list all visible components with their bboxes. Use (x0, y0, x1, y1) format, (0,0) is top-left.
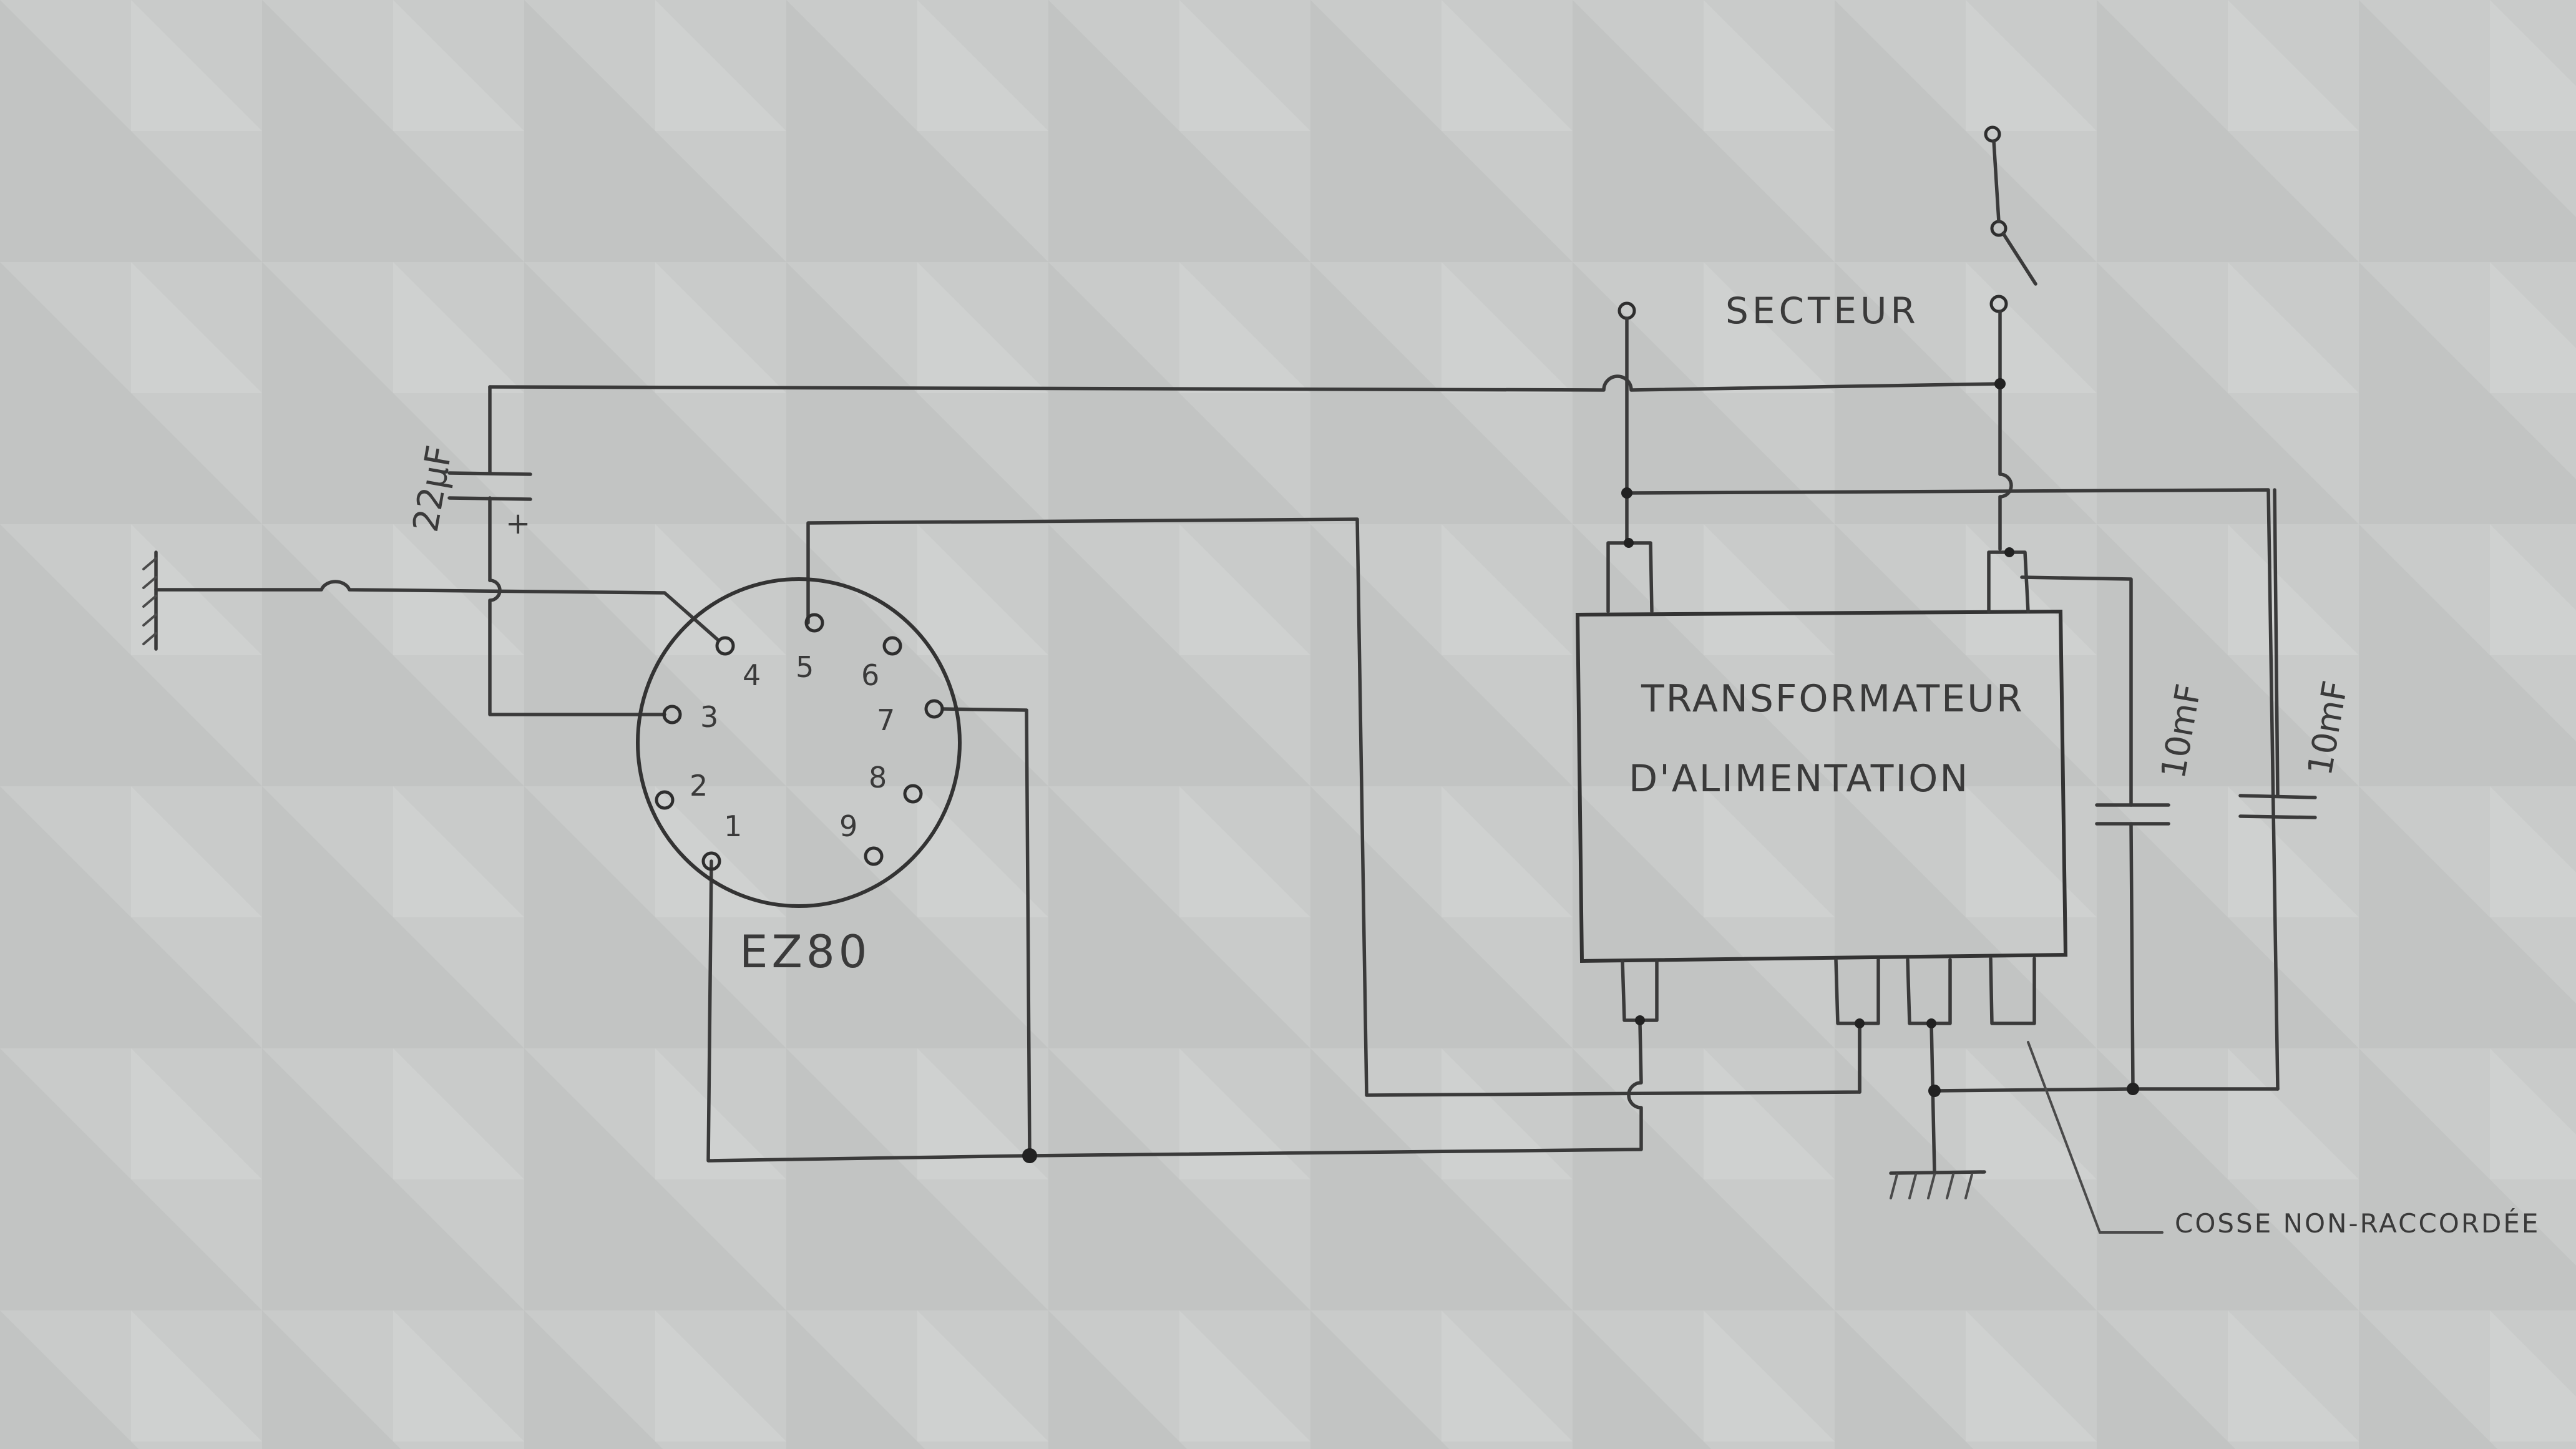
tube-pin-3: 3 (700, 700, 718, 734)
transformer-label-line1: TRANSFORMATEUR (1641, 677, 2024, 721)
capacitor-22uf-plus: + (505, 506, 530, 541)
tube-pin-numbers: 1 2 3 4 5 6 7 8 9 (690, 650, 895, 843)
power-transformer (1575, 538, 2068, 1028)
tube-pin-6: 6 (861, 658, 879, 692)
ground-symbol-bottom (1889, 1170, 1986, 1199)
tube-pin-1: 1 (724, 809, 742, 843)
junction-dots (1022, 378, 2139, 1163)
tube-pin-2: 2 (690, 769, 708, 803)
ez80-tube-socket (636, 577, 962, 908)
unconnected-lug-label: COSSE NON-RACCORDÉE (2175, 1208, 2540, 1239)
ground-symbol-left (142, 550, 158, 651)
tube-label: EZ80 (739, 925, 871, 978)
capacitor-22uf (447, 471, 532, 501)
capacitor-10mf-b (2238, 488, 2317, 819)
capacitor-10mf-a (2095, 803, 2170, 826)
wires (154, 310, 2280, 1234)
transformer-label-line2: D'ALIMENTATION (1629, 757, 1969, 801)
tube-pin-5: 5 (796, 650, 814, 684)
mains-label: SECTEUR (1725, 290, 1920, 332)
tube-pin-4: 4 (743, 658, 761, 692)
tube-pin-9: 9 (839, 809, 857, 843)
tube-pin-7: 7 (877, 703, 895, 737)
tube-pin-8: 8 (869, 761, 887, 794)
